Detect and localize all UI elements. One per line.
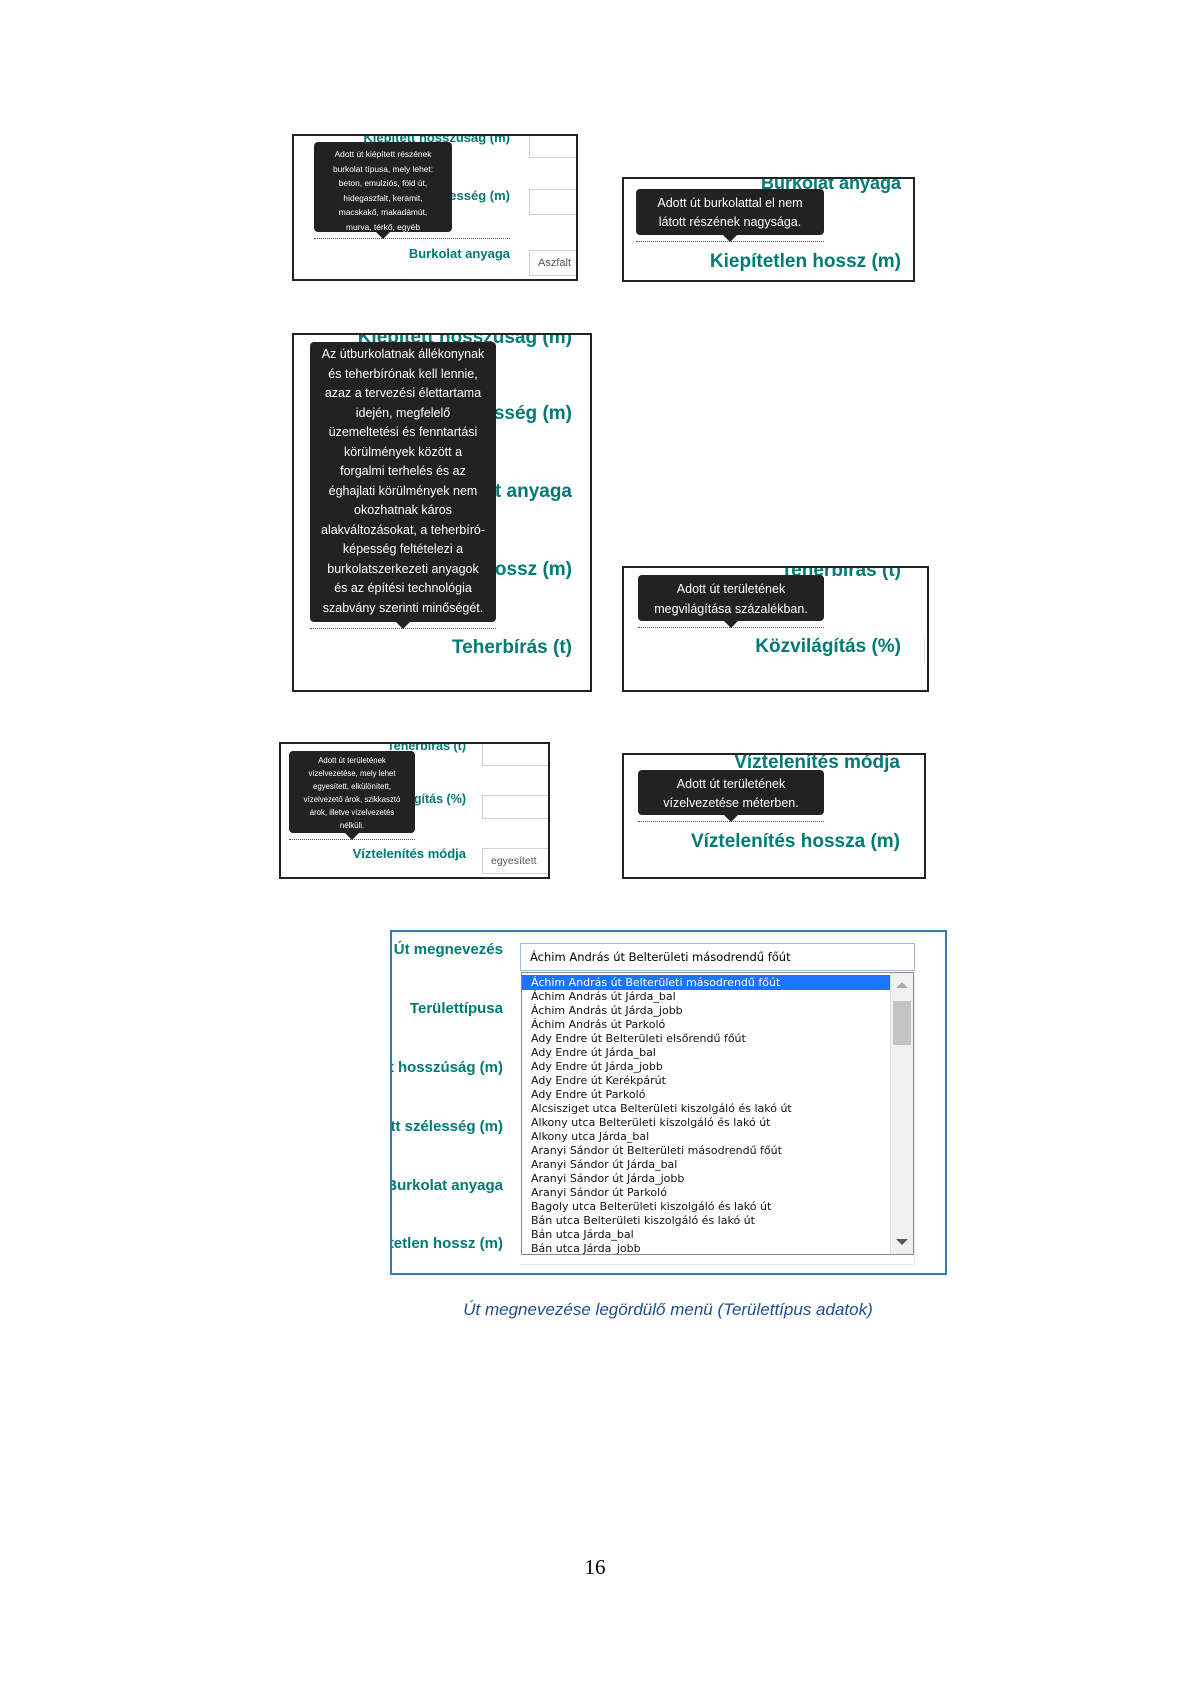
dropdown-option[interactable]: Bagoly utca Belterületi kiszolgáló és la… bbox=[531, 1200, 772, 1213]
tooltip-kozvilagitas: Adott út területének megvilágítása száza… bbox=[638, 575, 824, 628]
tooltip-arrow bbox=[396, 622, 410, 629]
field-label-burkolat-anyaga: Burkolat anyaga bbox=[390, 1177, 503, 1194]
field-label-kiepitett-szelesseg: Kiépített szélesség (m) bbox=[390, 1118, 503, 1135]
dropdown-option[interactable]: Aranyi Sándor út Belterületi másodrendű … bbox=[531, 1144, 782, 1157]
screenshot-panel-viztelenites-hossza: Víztelenítés módja Víztelenítés hossza (… bbox=[622, 753, 926, 879]
field-label-viztelenites-hossza: Víztelenítés hossza (m) bbox=[690, 831, 900, 852]
dropdown-option[interactable]: Ady Endre út Parkoló bbox=[531, 1088, 646, 1101]
screenshot-panel-kiepitetlen-hossz: Burkolat anyaga Kiepítetlen hossz (m) Ad… bbox=[622, 177, 915, 282]
burkolat-anyaga-select[interactable]: Aszfalt bbox=[529, 250, 576, 276]
dropdown-option[interactable]: Áchim András út Járda_jobb bbox=[531, 1004, 683, 1017]
input-edge bbox=[924, 638, 925, 664]
field-label-kiepitetlen-hossz: Kiepítetlen hossz (m) bbox=[709, 251, 901, 272]
scroll-down-arrow-icon[interactable] bbox=[896, 1239, 908, 1245]
dropdown-option[interactable]: Bán utca Járda_bal bbox=[531, 1228, 634, 1241]
tooltip-teherbiras: Az útburkolatnak állékonynak és teherbír… bbox=[310, 342, 496, 629]
ut-megnevezes-select[interactable]: Áchim András út Belterületi másodrendű f… bbox=[520, 943, 915, 971]
field-label-viztelenites-modja: Víztelenítés módja bbox=[734, 753, 900, 773]
dropdown-option[interactable]: Aranyi Sándor út Parkoló bbox=[531, 1186, 667, 1199]
field-label-kiepitetlen-hossz: Kiépítetlen hossz (m) bbox=[390, 1235, 503, 1252]
tooltip-arrow bbox=[724, 621, 738, 628]
dropdown-option[interactable]: Alkony utca Belterületi kiszolgáló és la… bbox=[531, 1116, 771, 1129]
teherbiras-input[interactable] bbox=[482, 744, 548, 766]
hidden-input-edge bbox=[914, 976, 915, 1266]
dropdown-option[interactable]: Bán utca Belterületi kiszolgáló és lakó … bbox=[531, 1214, 755, 1227]
figure-caption: Út megnevezése legördülő menü (Területtí… bbox=[463, 1300, 873, 1319]
field-label-ut-megnevezes: Út megnevezés bbox=[393, 941, 503, 958]
dropdown-option[interactable]: Áchim András út Parkoló bbox=[531, 1018, 666, 1031]
tooltip-viztelenites-modja: Adott út területének vízelvezetése, mely… bbox=[289, 751, 415, 840]
tooltip-kiepitetlen-hossz: Adott út burkolattal el nem látott részé… bbox=[636, 189, 824, 242]
page-number: 16 bbox=[584, 1555, 606, 1579]
field-label-kiepitett-hosszusag: Kiépített hosszúság (m) bbox=[392, 1059, 503, 1076]
field-label-kiepitett-hosszusag: Kiépített hosszúság (m) bbox=[363, 134, 510, 145]
dropdown-option[interactable]: Alcsisziget utca Belterületi kiszolgáló … bbox=[531, 1102, 792, 1115]
screenshot-panel-teherbiras: Kiépített hosszúság (m) Kiépített széles… bbox=[292, 333, 592, 692]
tooltip-viztelenites-hossza: Adott út területének vízelvezetése méter… bbox=[638, 770, 824, 822]
options-scrollbar[interactable] bbox=[890, 973, 913, 1254]
kiepitett-hosszusag-input[interactable] bbox=[529, 136, 576, 158]
dropdown-option[interactable]: Aranyi Sándor út Járda_bal bbox=[531, 1158, 678, 1171]
scroll-up-arrow-icon[interactable] bbox=[896, 982, 908, 988]
dropdown-option[interactable]: Alkony utca Járda_bal bbox=[531, 1130, 650, 1143]
field-label-kozvilagitas: Közvilágítás (%) bbox=[755, 636, 901, 657]
screenshot-panel-viztelenites-modja: Teherbírás (t) Közvilágítás (%) Víztelen… bbox=[279, 742, 550, 879]
field-label-viztelenites-modja: Víztelenítés módja bbox=[352, 846, 466, 861]
scrollbar-thumb[interactable] bbox=[893, 1001, 911, 1045]
hidden-input-bottom bbox=[520, 1264, 915, 1265]
tooltip-burkolat-anyaga: Adott út kiépített részének burkolat típ… bbox=[314, 142, 452, 239]
screenshot-panel-ut-megnevezes-dropdown: Út megnevezés Területtípusa Kiépített ho… bbox=[390, 930, 947, 1275]
field-label-terulettipusa: Területtípusa bbox=[409, 1000, 503, 1017]
dropdown-option[interactable]: Áchim András út Járda_bal bbox=[531, 990, 676, 1003]
dropdown-option[interactable]: Áchim András út Belterületi másodrendű f… bbox=[522, 975, 891, 990]
dropdown-option[interactable]: Ady Endre út Kerékpárút bbox=[531, 1074, 666, 1087]
tooltip-arrow bbox=[345, 833, 359, 840]
kozvilagitas-input[interactable] bbox=[482, 795, 548, 819]
field-label-teherbiras: Teherbírás (t) bbox=[387, 742, 466, 753]
tooltip-underline bbox=[314, 238, 510, 239]
field-label-burkolat-anyaga: Burkolat anyaga bbox=[408, 246, 510, 261]
screenshot-panel-kozvilagitas: Teherbírás (t) Közvilágítás (%) Adott út… bbox=[622, 566, 929, 692]
screenshot-panel-burkolat-anyaga: Kiépített hosszúság (m) Kiépített széles… bbox=[292, 134, 578, 281]
field-label-teherbiras: Teherbírás (t) bbox=[451, 637, 572, 658]
kiepitett-szelesseg-input[interactable] bbox=[529, 189, 576, 215]
dropdown-option[interactable]: Ady Endre út Járda_jobb bbox=[531, 1060, 663, 1073]
tooltip-arrow bbox=[376, 232, 390, 239]
dropdown-option[interactable]: Ady Endre út Belterületi elsőrendű főút bbox=[531, 1032, 746, 1045]
viztelenites-modja-select[interactable]: egyesített bbox=[482, 848, 548, 874]
dropdown-option[interactable]: Bán utca Járda_jobb bbox=[531, 1242, 641, 1255]
tooltip-arrow bbox=[723, 235, 737, 242]
dropdown-option[interactable]: Ady Endre út Járda_bal bbox=[531, 1046, 656, 1059]
dropdown-option[interactable]: Aranyi Sándor út Járda_jobb bbox=[531, 1172, 685, 1185]
ut-megnevezes-options-list[interactable]: Áchim András út Belterületi másodrendű f… bbox=[521, 972, 914, 1255]
tooltip-arrow bbox=[724, 815, 738, 822]
